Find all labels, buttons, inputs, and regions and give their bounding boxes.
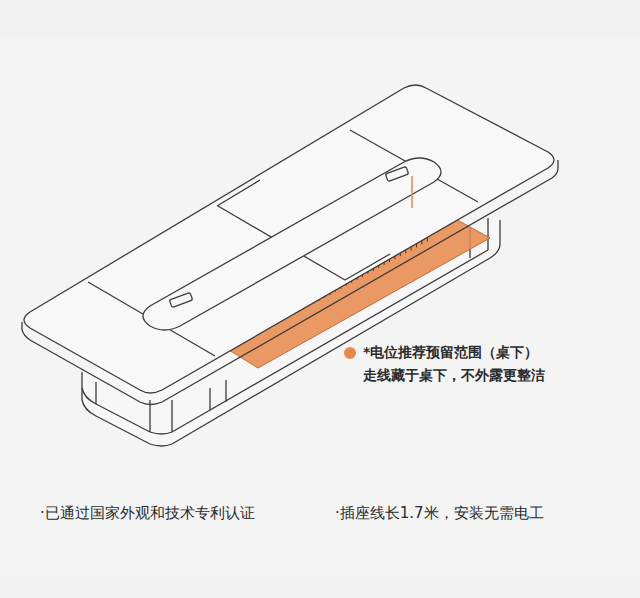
table-top [24, 85, 554, 393]
legend-swatch [344, 347, 356, 359]
feature-note: ·已通过国家外观和技术专利认证 [40, 504, 255, 523]
cable-slot [169, 292, 192, 307]
legend-text: *电位推荐预留范围（桌下） [363, 344, 538, 362]
note-text: 走线藏于桌下，不外露更整洁 [363, 367, 545, 385]
cable-cover [143, 158, 441, 330]
panel-seams [88, 130, 478, 356]
panel [0, 36, 640, 576]
cable-slot [385, 166, 408, 181]
leader-line [411, 176, 413, 208]
table-edge [22, 160, 558, 405]
feature-note: ·插座线长1.7米，安装无需电工 [335, 504, 544, 523]
leg-panel [210, 380, 226, 410]
